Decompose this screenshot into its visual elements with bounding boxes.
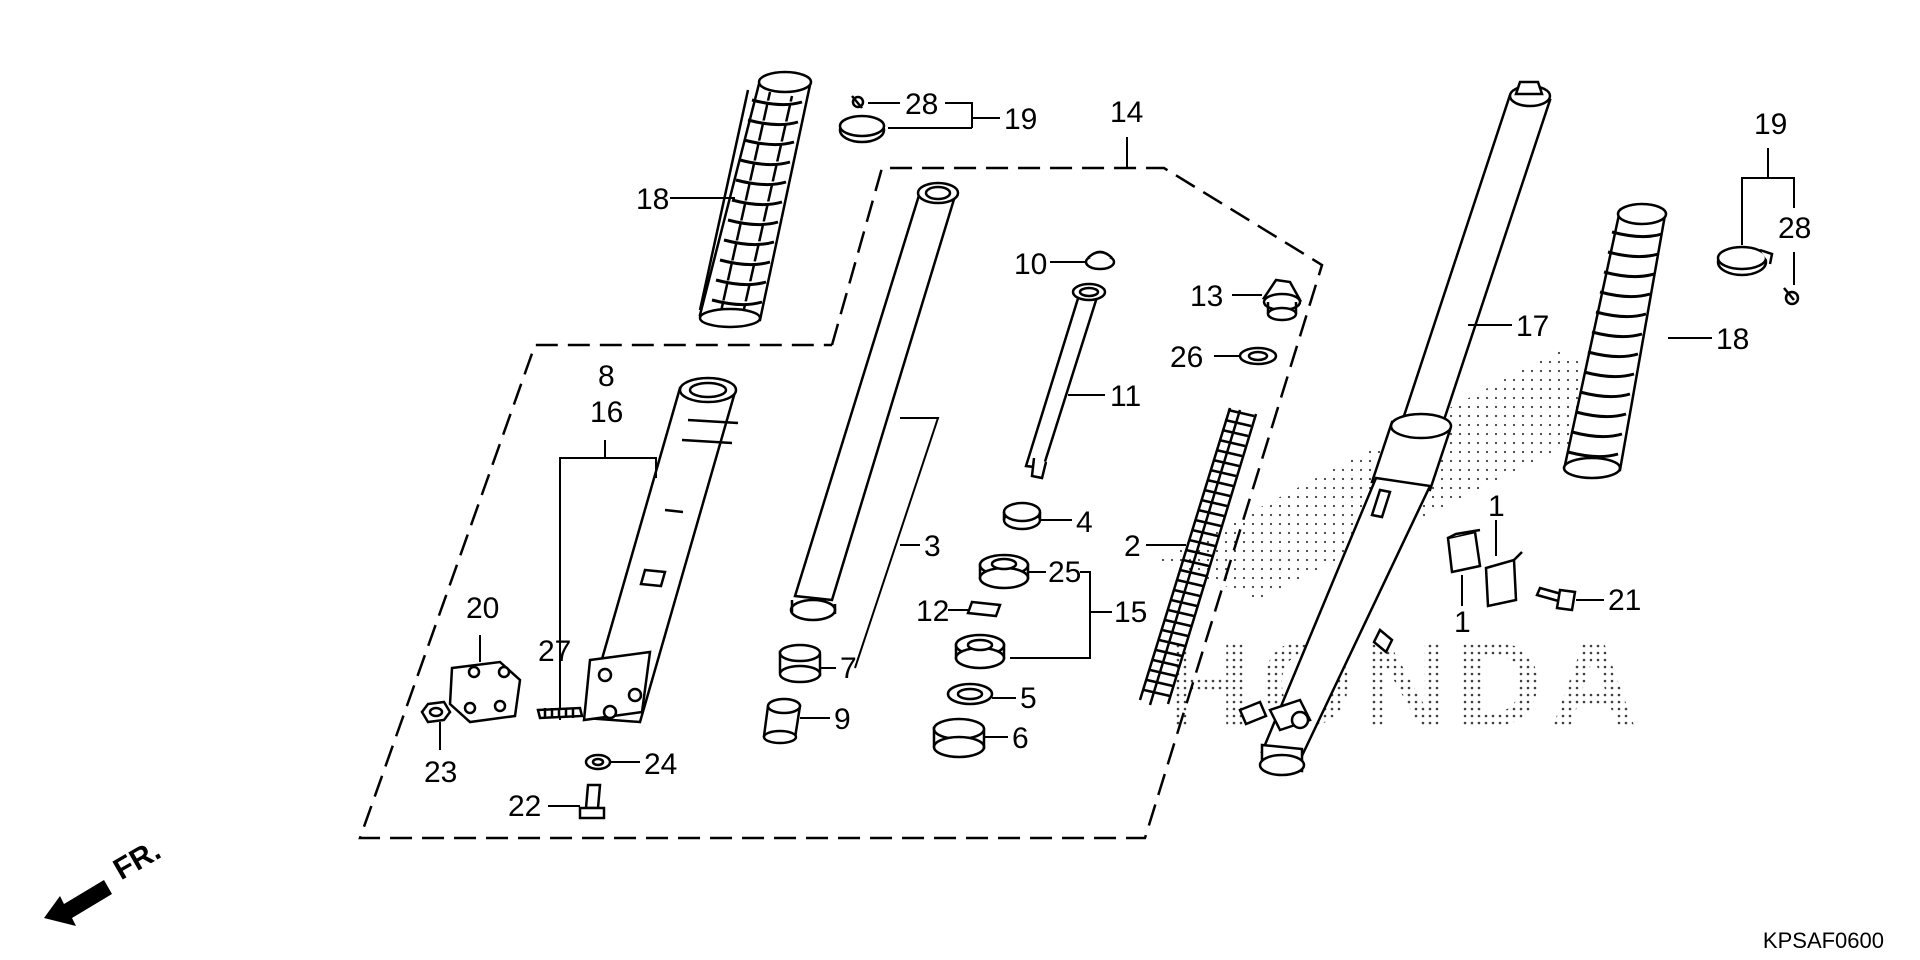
fork-tube-inner xyxy=(789,181,960,622)
callout-2: 2 xyxy=(1124,530,1141,563)
diagram-code: KPSAF0600 xyxy=(1762,928,1884,953)
part-26-oring xyxy=(1238,346,1278,366)
part-13-bolt xyxy=(1261,278,1303,322)
fork-boot-left xyxy=(698,70,813,329)
part-7-bushing xyxy=(778,643,822,684)
callout-5: 5 xyxy=(1020,682,1037,715)
boot-clamp-left xyxy=(838,95,886,144)
assembly-outline xyxy=(358,166,1324,840)
callout-26: 26 xyxy=(1170,341,1204,374)
part-10-clip xyxy=(1084,250,1116,271)
part-22-bolt xyxy=(578,783,606,820)
part-9-piece xyxy=(762,697,802,745)
callout-1-lower: 1 xyxy=(1454,606,1471,639)
part-17-fork-assembly xyxy=(1238,80,1552,777)
part-27-stud xyxy=(536,706,584,720)
callout-9: 9 xyxy=(834,703,851,736)
callout-17: 17 xyxy=(1516,310,1550,343)
callout-23: 23 xyxy=(424,756,458,789)
fork-boot-right xyxy=(1562,202,1668,480)
callout-3: 3 xyxy=(924,530,941,563)
leader-16 xyxy=(559,457,657,720)
callout-8: 8 xyxy=(598,360,615,393)
callout-28-right: 28 xyxy=(1778,212,1812,245)
watermark-text: HONDA xyxy=(1165,617,1645,751)
callout-13: 13 xyxy=(1190,280,1224,313)
callout-1-upper: 1 xyxy=(1488,490,1505,523)
front-direction-arrow xyxy=(44,880,112,926)
callout-27: 27 xyxy=(538,635,572,668)
callout-18-right: 18 xyxy=(1716,323,1750,356)
callout-18-left: 18 xyxy=(636,183,670,216)
part-21-bolt xyxy=(1535,586,1577,612)
callout-7: 7 xyxy=(840,652,857,685)
callout-6: 6 xyxy=(1012,722,1029,755)
part-1-clips xyxy=(1446,528,1523,608)
part-11-rod xyxy=(1024,282,1107,480)
callout-11: 11 xyxy=(1110,380,1142,413)
boot-clamp-right xyxy=(1716,245,1800,306)
part-12-piece xyxy=(966,600,1002,618)
callout-16: 16 xyxy=(590,396,624,429)
callout-4: 4 xyxy=(1076,506,1093,539)
part-15-ring xyxy=(954,633,1006,670)
callout-10: 10 xyxy=(1014,248,1048,281)
part-4-ring xyxy=(1002,501,1042,531)
part-2-spring xyxy=(1138,407,1258,706)
callout-24: 24 xyxy=(644,748,678,781)
callout-12: 12 xyxy=(916,595,950,628)
leader-15 xyxy=(1010,571,1091,659)
callout-21: 21 xyxy=(1608,584,1642,617)
callout-14: 14 xyxy=(1110,96,1144,129)
callout-22: 22 xyxy=(508,790,542,823)
callout-25: 25 xyxy=(1048,556,1082,589)
leader-3 xyxy=(854,417,940,669)
part-8-slider xyxy=(582,376,739,724)
part-6-cap xyxy=(932,717,986,759)
callout-19-left: 19 xyxy=(1004,103,1038,136)
part-25-seal xyxy=(978,553,1030,590)
callout-20: 20 xyxy=(466,592,500,625)
callout-28-left: 28 xyxy=(905,88,939,121)
part-24-washer xyxy=(584,753,612,771)
part-20-holder xyxy=(448,660,522,724)
part-5-washer xyxy=(946,682,994,706)
part-23-nut xyxy=(420,700,452,724)
callout-15: 15 xyxy=(1114,596,1148,629)
callout-19-right: 19 xyxy=(1754,108,1788,141)
